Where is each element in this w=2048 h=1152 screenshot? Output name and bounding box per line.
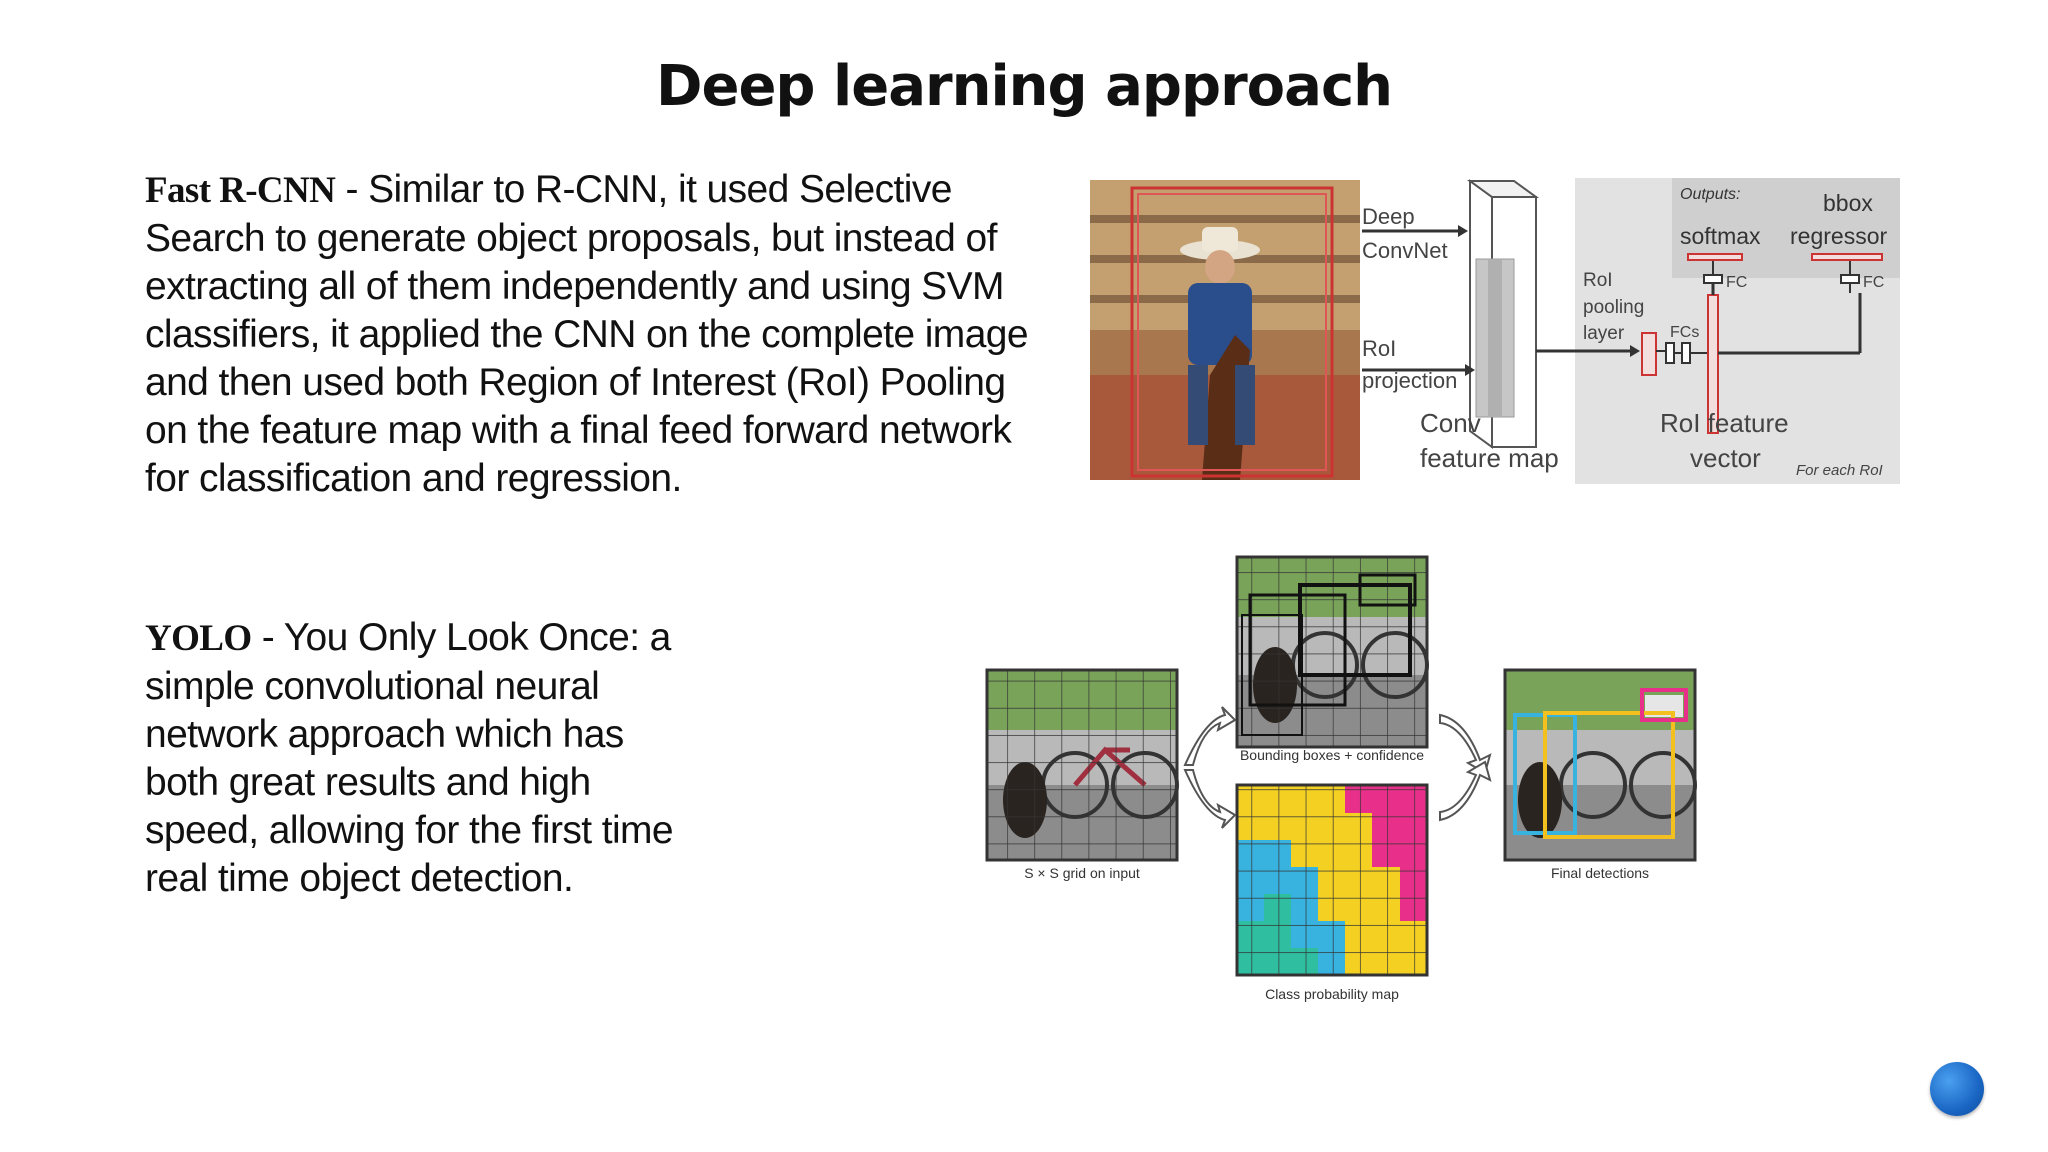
fc-block-1 <box>1665 342 1675 364</box>
fc-softmax <box>1703 274 1723 284</box>
yolo-final-image <box>1503 668 1697 862</box>
fc-label-1: FC <box>1726 274 1747 291</box>
softmax-label: softmax <box>1680 223 1761 249</box>
fc-block-2 <box>1681 342 1691 364</box>
fast-rcnn-text-6: on the feature map with a final feed for… <box>145 409 1012 452</box>
yolo-paragraph: YOLO - You Only Look Once: a simple conv… <box>145 614 674 903</box>
yolo-separator: - <box>251 616 284 659</box>
fcs-label: FCs <box>1670 324 1699 341</box>
fc-label-2: FC <box>1863 274 1884 291</box>
roi-label: RoI <box>1362 336 1396 361</box>
yolo-text-3: network approach which has <box>145 713 624 756</box>
yolo-line-1: YOLO - You Only Look Once: a <box>145 614 673 663</box>
roi-pool-label-3: layer <box>1583 323 1625 344</box>
slide-nav-dot-icon[interactable] <box>1930 1062 1984 1116</box>
fast-rcnn-heading: Fast R-CNN <box>145 170 336 211</box>
class-caption: Class probability map <box>1265 986 1399 1002</box>
yolo-input-image <box>985 668 1179 862</box>
pooled-feature <box>1641 332 1657 376</box>
bbox-output <box>1811 253 1883 261</box>
fast-rcnn-text-7: for classification and regression. <box>145 457 682 500</box>
yolo-bbox-image <box>1235 555 1429 749</box>
roi-box-inner <box>1137 193 1327 471</box>
deep-label: Deep <box>1362 204 1415 229</box>
yolo-arrows <box>1183 706 1492 829</box>
yolo-text-6: real time object detection. <box>145 857 574 900</box>
roi-pool-label-1: RoI <box>1583 270 1613 291</box>
yolo-heading: YOLO <box>145 618 252 659</box>
roi-box-outer <box>1130 186 1334 478</box>
fast-rcnn-diagram: Deep ConvNet RoI projection Conv feature… <box>1090 178 1900 484</box>
for-each-roi-label: For each RoI <box>1796 462 1883 479</box>
roi-pool-label-2: pooling <box>1583 297 1644 318</box>
softmax-output <box>1687 253 1743 261</box>
cowboy-photo <box>1090 180 1360 480</box>
projection-label: projection <box>1362 368 1457 393</box>
feature-map-label: feature map <box>1420 443 1559 473</box>
fast-rcnn-text-5: and then used both Region of Interest (R… <box>145 361 1006 404</box>
conv-label: Conv <box>1420 408 1481 438</box>
fast-rcnn-text-4: classifiers, it applied the CNN on the c… <box>145 313 1029 356</box>
yolo-text-5: speed, allowing for the first time <box>145 809 674 852</box>
fast-rcnn-text-3: extracting all of them independently and… <box>145 265 1004 308</box>
bbox-caption: Bounding boxes + confidence <box>1240 747 1424 763</box>
yolo-class-map <box>1235 783 1429 977</box>
regressor-label: regressor <box>1790 223 1887 249</box>
conv-feature-map <box>1466 179 1540 449</box>
fast-rcnn-separator: - <box>335 168 369 211</box>
outputs-panel <box>1672 178 1900 278</box>
fast-rcnn-line-1: Fast R-CNN - Similar to R-CNN, it used S… <box>145 166 1028 215</box>
fc-bbox <box>1840 274 1860 284</box>
convnet-label: ConvNet <box>1362 238 1448 263</box>
yolo-text-1: You Only Look Once: a <box>283 616 672 659</box>
final-caption: Final detections <box>1551 865 1649 881</box>
fast-rcnn-text-1: Similar to R-CNN, it used Selective <box>368 168 952 211</box>
bbox-label: bbox <box>1823 190 1873 216</box>
grid-caption: S × S grid on input <box>1024 865 1140 881</box>
outputs-label: Outputs: <box>1680 186 1740 203</box>
roi-feature-label: RoI feature <box>1660 408 1789 438</box>
yolo-text-2: simple convolutional neural <box>145 665 600 708</box>
fast-rcnn-text-2: Search to generate object proposals, but… <box>145 217 997 260</box>
slide-title: Deep learning approach <box>655 54 1393 119</box>
yolo-text-4: both great results and high <box>145 761 591 804</box>
yolo-diagram: S × S grid on input Bounding boxes + con… <box>985 555 1697 1002</box>
vector-label: vector <box>1690 443 1761 473</box>
fast-rcnn-paragraph: Fast R-CNN - Similar to R-CNN, it used S… <box>145 166 1029 503</box>
